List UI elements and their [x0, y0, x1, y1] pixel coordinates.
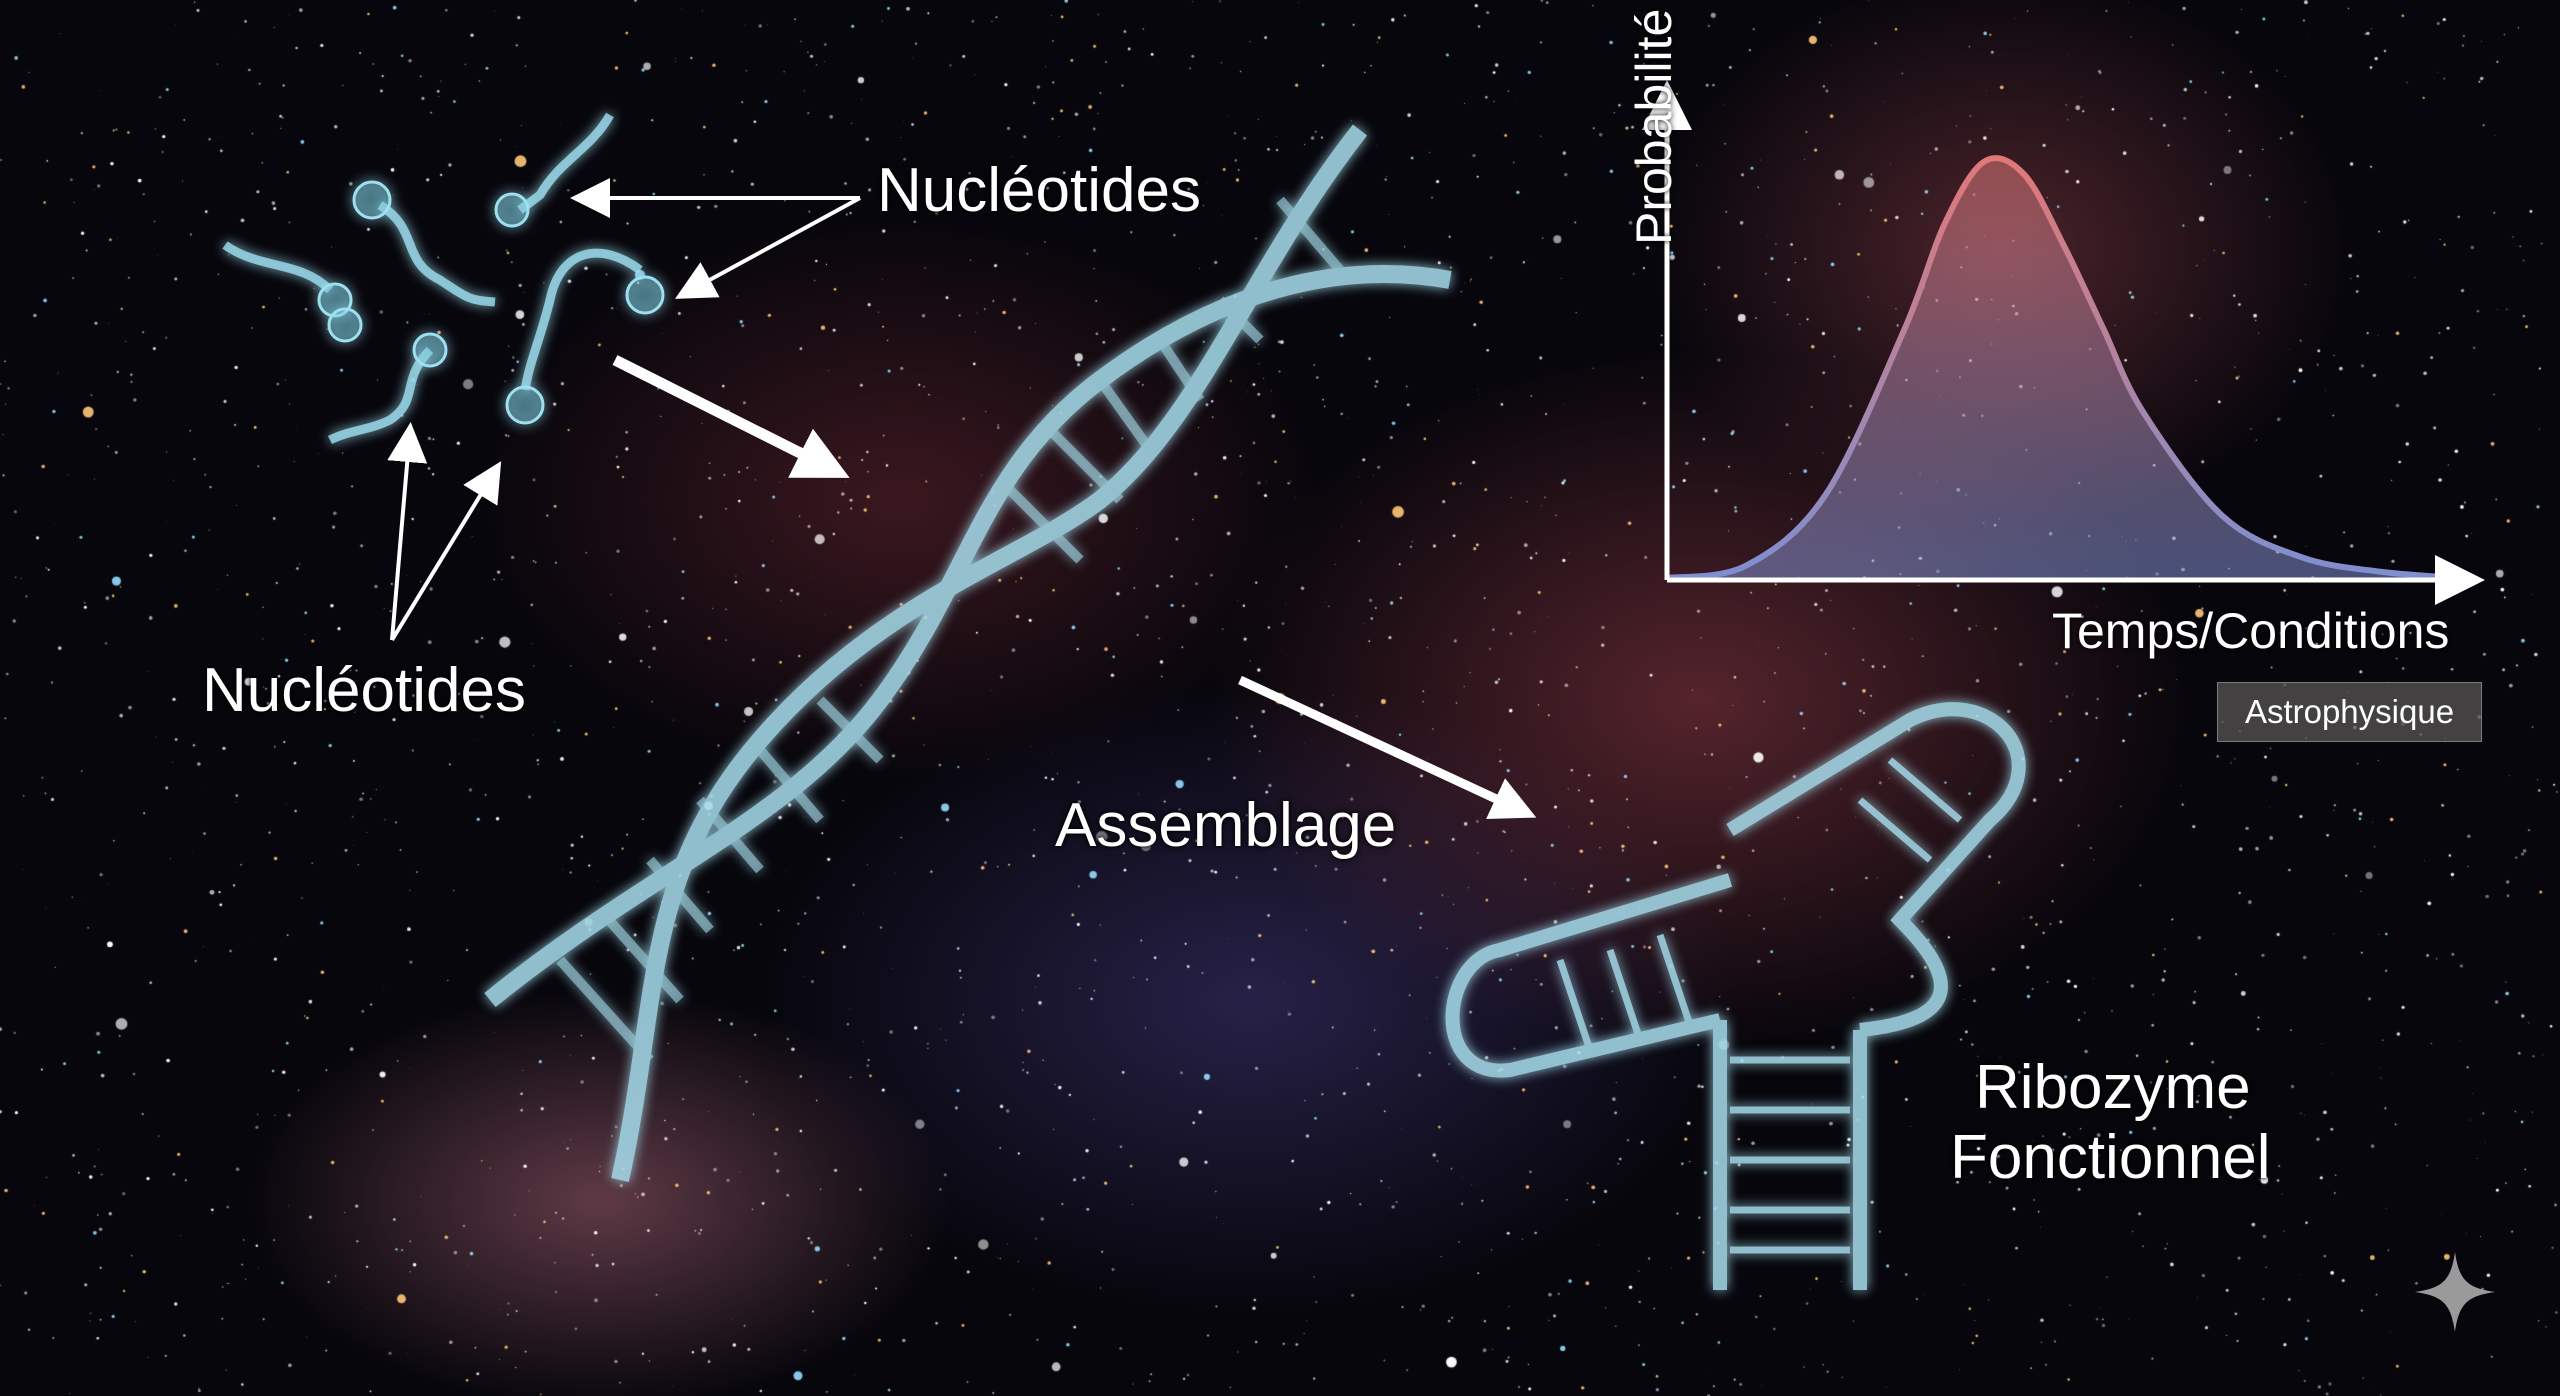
dna-backbone-1 [484, 265, 1452, 1007]
label-nucleotides-top: Nucléotides [877, 156, 1201, 225]
dna-double-helix [484, 124, 1452, 1182]
probability-chart [1642, 80, 2485, 605]
arrow-assemblage [1238, 675, 1537, 820]
nucleotide [494, 192, 530, 228]
arrow-to-dna [612, 355, 850, 478]
curve-line [1666, 155, 2461, 581]
nucleotide-strand [520, 248, 643, 391]
label-ribozyme-line1: Ribozyme [1975, 1053, 2251, 1122]
chart-x-axis-label: Temps/Conditions [2052, 603, 2450, 659]
nucleotide-strand [222, 241, 334, 294]
arrow-nucleotides-2 [674, 196, 861, 299]
nucleotide [505, 385, 545, 425]
ribozyme-left-arm [1445, 873, 1733, 1078]
ribozyme-right-arm [1726, 702, 2026, 1037]
sparkle-icon [2415, 1252, 2495, 1332]
nucleotide [327, 307, 363, 343]
category-badge: Astrophysique [2217, 682, 2482, 742]
nucleotides-cluster [222, 112, 665, 445]
label-ribozyme-line2: Fonctionnel [1950, 1123, 2271, 1192]
dna-backbone-2 [611, 124, 1368, 1182]
annotation-arrows [387, 178, 1537, 820]
curve-area [1667, 158, 2460, 578]
nucleotide-strand [517, 112, 614, 214]
nucleotide [352, 180, 392, 220]
arrow-nucleotides-3 [387, 422, 428, 641]
ribozyme-structure [1445, 702, 2026, 1290]
nucleotide [412, 332, 448, 368]
nucleotide-strand [377, 201, 496, 307]
label-nucleotides-bottom: Nucléotides [202, 656, 526, 725]
ribozyme-stem [1713, 1020, 1867, 1290]
label-assemblage: Assemblage [1055, 791, 1397, 860]
arrow-nucleotides-4 [390, 461, 502, 642]
nucleotide [625, 275, 665, 315]
dna-base-pairs [556, 196, 1344, 1064]
ribozyme-base-pairs [1556, 757, 1963, 1254]
chart-y-axis-label: Probabilité [1626, 8, 1682, 245]
nucleotide-strand [327, 346, 434, 445]
